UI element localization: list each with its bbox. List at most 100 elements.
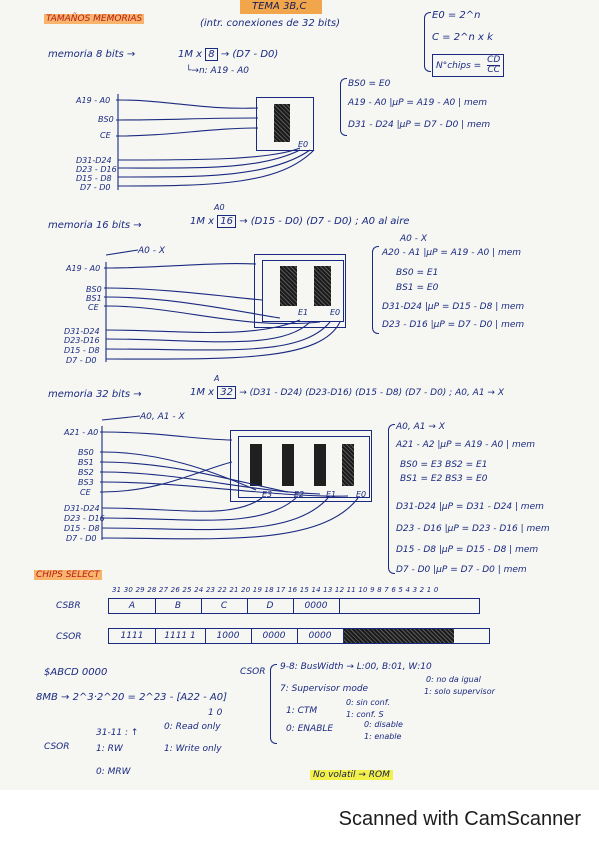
formula-c: C = 2^n x k	[432, 32, 493, 43]
mem8-wire	[117, 117, 259, 121]
csbr-field-d: D	[247, 599, 294, 613]
mem32-wire	[101, 451, 257, 491]
mem32-eq-6: D23 - D16 |μP = D23 - D16 | mem	[396, 524, 550, 534]
mem16-expr-main: 1M x	[190, 216, 215, 227]
heading-note: (intr. conexiones de 32 bits)	[200, 18, 341, 29]
mem8-wire	[117, 149, 301, 169]
mem32-eq-5: D31-D24 |μP = D31 - D24 | mem	[396, 502, 544, 512]
csor-register: 1111 1111 1 1000 0000 0000	[108, 628, 490, 644]
mem8-chip-label: E0	[298, 140, 309, 149]
csbr-field-b: B	[155, 599, 202, 613]
scanner-footer-text: Scanned with CamScanner	[338, 808, 581, 830]
mem16-wire	[105, 249, 139, 256]
mem32-chip-4	[342, 444, 354, 486]
csor-field-5: 0000	[297, 629, 344, 643]
wiring-diagram	[100, 94, 359, 540]
formula-chips-box: N°chips = CD CC	[432, 54, 505, 77]
abcd-note: $ABCD 0000	[44, 667, 108, 678]
mem16-chip-2	[314, 266, 331, 306]
csbr-field-a: A	[109, 599, 156, 613]
mem32-wire	[101, 461, 233, 493]
mem32-expr-tail: → (D31 - D24) (D23-D16) (D15 - D8) (D7 -…	[239, 388, 504, 398]
mem32-addr-label: A21 - A0	[64, 428, 99, 437]
mem16-chip-label-1: E1	[298, 308, 309, 317]
mem8-wire	[117, 149, 315, 187]
mem32-signal-bs0: BS0	[78, 448, 94, 457]
scanner-footer: Scanned with CamScanner	[0, 808, 599, 831]
mem32-wire	[101, 431, 233, 441]
mem32-eq-8: D7 - D0 |μP = D7 - D0 | mem	[396, 565, 527, 575]
page-heading: TAMAÑOS MEMORIAS	[44, 14, 145, 24]
mem32-data-line-1: D31-D24	[64, 504, 100, 513]
mem32-eq-brace	[388, 424, 395, 574]
bus-ticks	[100, 99, 120, 493]
mem16-eq-brace	[372, 246, 379, 334]
mem8-data-line-2: D23 - D16	[76, 165, 117, 174]
chips-select-title: CHIPS SELECT	[34, 570, 102, 580]
csbr-field-c: C	[201, 599, 248, 613]
mem32-expr-box: 32	[217, 386, 237, 399]
mem16-wire	[105, 296, 281, 319]
mem32-eq-7: D15 - D8 |μP = D15 - D8 | mem	[396, 545, 539, 555]
mem32-signal-ce: CE	[80, 488, 91, 497]
csor-right-5: 1: CTM	[286, 706, 318, 716]
tema-highlight	[240, 0, 322, 14]
mem32-wire	[101, 497, 359, 540]
scanned-page: TEMA 3B,C TAMAÑOS MEMORIAS (intr. conexi…	[0, 0, 599, 790]
mem16-signal-bs0: BS0	[86, 285, 102, 294]
formula-e0: E0 = 2^n	[432, 10, 481, 21]
mem32-expr: 1M x 32 → (D31 - D24) (D23-D16) (D15 - D…	[190, 386, 504, 399]
csor-note-line-2: 1: RW	[96, 744, 123, 754]
mem8-eq-brace	[340, 78, 347, 136]
mem16-eq-5: D31-D24 |μP = D15 - D8 | mem	[382, 302, 525, 312]
mem32-data-line-4: D7 - D0	[66, 534, 97, 543]
formula-chips-label: N°chips =	[436, 61, 482, 71]
mem16-a0-mark: A0	[214, 203, 225, 212]
mem16-data-line-4: D7 - D0	[66, 356, 97, 365]
csor-note-line-3: 0: MRW	[96, 767, 131, 777]
mem16-eq-4: BS1 = E0	[396, 283, 439, 293]
mem16-a0-label: A0 - X	[138, 246, 166, 256]
mem32-chip-1	[250, 444, 262, 486]
formula-chips-num: CD	[487, 55, 501, 66]
mem8-eq-3: D31 - D24 |μP = D7 - D0 | mem	[348, 120, 491, 130]
mem8-data-line-1: D31-D24	[76, 156, 112, 165]
mem32-label: memoria 32 bits →	[48, 389, 142, 400]
csor-right-6c: 1: enable	[364, 732, 402, 741]
mem8-data-line-3: D15 - D8	[76, 174, 112, 183]
mem32-data-line-3: D15 - D8	[64, 524, 100, 533]
mem16-signal-bs1: BS1	[86, 294, 102, 303]
mem8-wire	[117, 147, 301, 161]
mem32-chip-2	[282, 444, 294, 486]
mem16-expr: 1M x 16 → (D15 - D0) (D7 - D0) ; A0 al a…	[190, 215, 410, 228]
mem16-signal-ce: CE	[88, 303, 99, 312]
mem8-signal-ce: CE	[100, 131, 111, 140]
mem32-signal-bs1: BS1	[78, 458, 94, 467]
mem16-wire	[105, 305, 321, 325]
csor-note-line-2b: 1: Write only	[164, 744, 222, 754]
mem8-expr: 1M x 8 → (D7 - D0)	[178, 48, 278, 61]
mem16-expr-tail: → (D15 - D0) (D7 - D0) ; A0 al aire	[239, 216, 410, 227]
mem8-wire	[117, 149, 311, 178]
mem32-chip-3	[314, 444, 326, 486]
mem16-eq-2: A20 - A1 |μP = A19 - A0 | mem	[382, 248, 522, 258]
mem8-addr-label: A19 - A0	[76, 96, 111, 105]
chips-select-bit-numbers: 31 30 29 28 27 26 25 24 23 22 21 20 19 1…	[112, 586, 439, 594]
csor-right-6b: 0: disable	[364, 720, 403, 729]
mem32-wire	[101, 481, 349, 497]
mem8-sub: └→n: A19 - A0	[186, 66, 250, 76]
mem32-chip-label-4: E0	[356, 490, 367, 499]
calc-note: 8MB → 2^3·2^20 = 2^23 - [A22 - A0]	[36, 692, 228, 703]
csbr-label: CSBR	[56, 601, 81, 611]
mem16-wire	[105, 319, 301, 334]
mem8-eq-1: BS0 = E0	[348, 79, 391, 89]
mem32-expr-main: 1M x	[190, 387, 215, 398]
csbr-register: A B C D 0000	[108, 598, 480, 614]
mem16-chip-1	[280, 266, 297, 306]
csor-right-brace	[270, 664, 277, 744]
mem32-wire	[101, 497, 329, 531]
csor-note-label: CSOR	[44, 742, 70, 752]
mem8-wire	[117, 99, 259, 109]
csor-field-3: 1000	[205, 629, 252, 643]
mem32-a-mark: A	[214, 374, 220, 383]
